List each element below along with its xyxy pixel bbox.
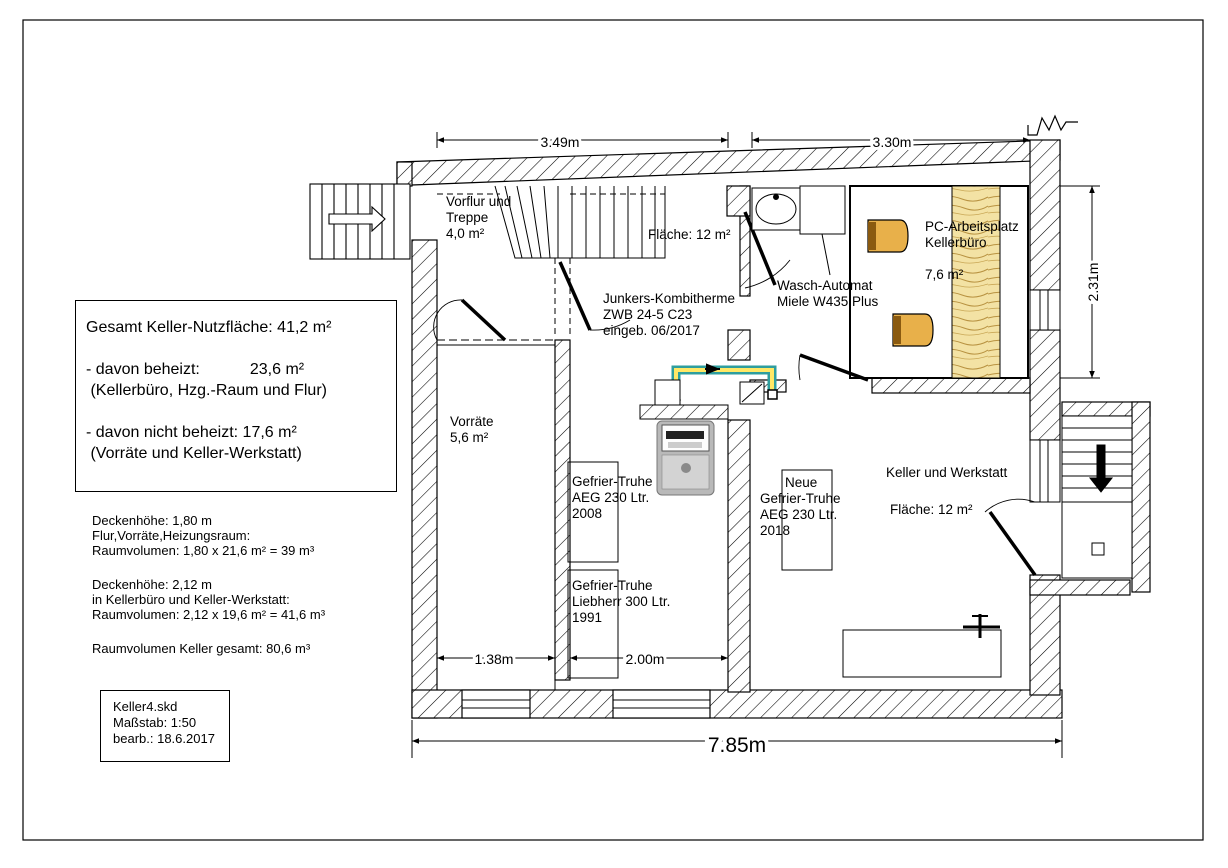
entry-stair bbox=[309, 183, 411, 260]
flur-label-2: Treppe bbox=[446, 210, 488, 225]
area-summary-box: Gesamt Keller-Nutzfläche: 41,2 m² - davo… bbox=[75, 300, 397, 492]
workshop-label: Keller und Werkstatt bbox=[886, 465, 1008, 480]
flur-label-1: Vorflur und bbox=[446, 194, 511, 209]
file-scale: Maßstab: 1:50 bbox=[113, 715, 197, 730]
file-info-box: Keller4.skd Maßstab: 1:50 bearb.: 18.6.2… bbox=[100, 690, 230, 762]
exit-stair bbox=[1061, 415, 1133, 579]
dim-top-right: 3.30m bbox=[873, 134, 912, 150]
chair-icon bbox=[892, 313, 934, 347]
summary-total: Gesamt Keller-Nutzfläche: 41,2 m² bbox=[86, 319, 332, 336]
summary-heated: - davon beheizt: 23,6 m² bbox=[86, 359, 386, 380]
flur-flaeche: Fläche: 12 m² bbox=[648, 227, 731, 242]
file-edited: bearb.: 18.6.2017 bbox=[113, 731, 215, 746]
washer-label-2: Miele W435 Plus bbox=[777, 294, 879, 309]
freezer1-label-3: 2008 bbox=[572, 506, 602, 521]
chair-icon bbox=[867, 219, 909, 253]
office-area: 7,6 m² bbox=[925, 267, 964, 282]
freezer1-label-2: AEG 230 Ltr. bbox=[572, 490, 649, 505]
freezer3-label-1: Neue bbox=[785, 475, 817, 490]
furniture bbox=[436, 344, 1002, 691]
freezer3-label-3: AEG 230 Ltr. bbox=[760, 507, 837, 522]
freezer3-label-2: Gefrier-Truhe bbox=[760, 491, 841, 506]
freezer1-label-1: Gefrier-Truhe bbox=[572, 474, 653, 489]
summary-unheated: - davon nicht beheizt: 17,6 m² bbox=[86, 424, 297, 441]
note-ceiling1-rooms: Flur,Vorräte,Heizungsraum: bbox=[92, 528, 251, 543]
wash-basin bbox=[751, 185, 846, 276]
note-volume1: Raumvolumen: 1,80 x 21,6 m² = 39 m³ bbox=[92, 543, 315, 558]
dim-right-height: 2.31m bbox=[1085, 263, 1101, 302]
workshop-area: Fläche: 12 m² bbox=[890, 502, 973, 517]
freezer3-label-4: 2018 bbox=[760, 523, 790, 538]
heating-label-1: Junkers-Kombitherme bbox=[603, 291, 735, 306]
note-total-volume: Raumvolumen Keller gesamt: 80,6 m³ bbox=[92, 641, 311, 656]
summary-unheated-detail: (Vorräte und Keller-Werkstatt) bbox=[86, 445, 302, 462]
drawing-frame bbox=[22, 19, 1204, 841]
dim-total-width: 7.85m bbox=[708, 734, 766, 757]
bottom-windows bbox=[462, 289, 1061, 709]
dimension-lines bbox=[411, 132, 1100, 758]
gas-meter-icon bbox=[656, 420, 715, 496]
dim-bottom-left: 1.38m bbox=[475, 651, 514, 667]
office-label-1: PC-Arbeitsplatz bbox=[925, 219, 1019, 234]
note-ceiling2: Deckenhöhe: 2,12 m bbox=[92, 577, 212, 592]
freezer2-label-1: Gefrier-Truhe bbox=[572, 578, 653, 593]
storage-area: 5,6 m² bbox=[450, 430, 489, 445]
walls bbox=[396, 139, 1151, 719]
freezer2-label-3: 1991 bbox=[572, 610, 602, 625]
storage-label: Vorräte bbox=[450, 414, 494, 429]
freezer2-label-2: Liebherr 300 Ltr. bbox=[572, 594, 670, 609]
office-label-2: Kellerbüro bbox=[925, 235, 987, 250]
office-room bbox=[849, 185, 1029, 379]
summary-heated-value: 23,6 m² bbox=[249, 361, 305, 378]
break-mark bbox=[1027, 114, 1078, 136]
summary-heated-label: - davon beheizt: bbox=[86, 361, 200, 378]
heater-unit bbox=[639, 379, 765, 420]
heating-label-3: eingeb. 06/2017 bbox=[603, 323, 700, 338]
inner-stair bbox=[437, 185, 666, 335]
file-name: Keller4.skd bbox=[113, 699, 178, 714]
note-volume2: Raumvolumen: 2,12 x 19,6 m² = 41,6 m³ bbox=[92, 607, 326, 622]
note-ceiling1: Deckenhöhe: 1,80 m bbox=[92, 513, 212, 528]
dim-top-left: 3.49m bbox=[541, 134, 580, 150]
dim-bottom-mid: 2.00m bbox=[626, 651, 665, 667]
washer-label-1: Wasch-Automat bbox=[777, 278, 873, 293]
note-ceiling2-rooms: in Kellerbüro und Keller-Werkstatt: bbox=[92, 592, 290, 607]
volume-notes: Deckenhöhe: 1,80 m Flur,Vorräte,Heizungs… bbox=[92, 513, 325, 656]
heating-label-2: ZWB 24-5 C23 bbox=[603, 307, 692, 322]
flur-area: 4,0 m² bbox=[446, 226, 485, 241]
summary-heated-detail: (Kellerbüro, Hzg.-Raum und Flur) bbox=[86, 382, 327, 399]
doors bbox=[433, 211, 1037, 577]
